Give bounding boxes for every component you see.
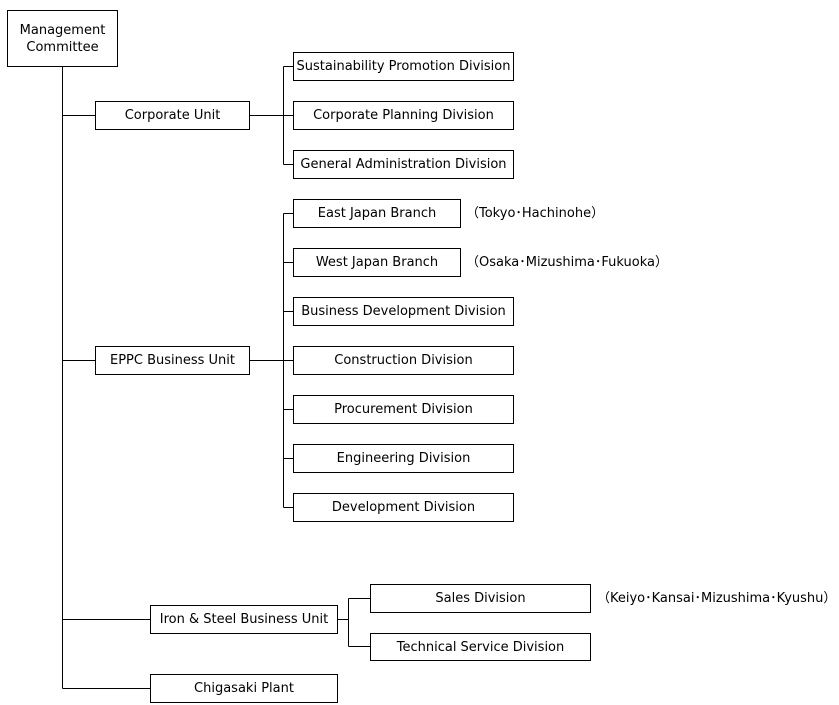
sustainability-promotion-division-box: Sustainability Promotion Division	[293, 52, 514, 81]
technical-service-division-box: Technical Service Division	[370, 633, 591, 661]
development-division-box: Development Division	[293, 493, 514, 522]
engineering-division-box: Engineering Division	[293, 444, 514, 473]
eppc-business-unit-box: EPPC Business Unit	[95, 346, 250, 375]
general-administration-division-box: General Administration Division	[293, 150, 514, 179]
sales-division-locations: （Keiyo･Kansai･Mizushima･Kyushu）	[597, 591, 837, 606]
sales-division-box: Sales Division	[370, 584, 591, 613]
corporate-planning-division-box: Corporate Planning Division	[293, 101, 514, 130]
corporate-unit-box: Corporate Unit	[95, 101, 250, 130]
iron-steel-business-unit-box: Iron & Steel Business Unit	[150, 605, 338, 634]
chigasaki-plant-box: Chigasaki Plant	[150, 674, 338, 703]
west-japan-branch-box: West Japan Branch	[293, 248, 461, 277]
east-japan-branch-box: East Japan Branch	[293, 199, 461, 228]
construction-division-box: Construction Division	[293, 346, 514, 375]
west-japan-branch-locations: （Osaka･Mizushima･Fukuoka）	[466, 255, 668, 270]
procurement-division-box: Procurement Division	[293, 395, 514, 424]
management-committee-box: Management Committee	[7, 10, 118, 67]
business-development-division-box: Business Development Division	[293, 297, 514, 326]
east-japan-branch-locations: （Tokyo･Hachinohe）	[466, 206, 605, 221]
